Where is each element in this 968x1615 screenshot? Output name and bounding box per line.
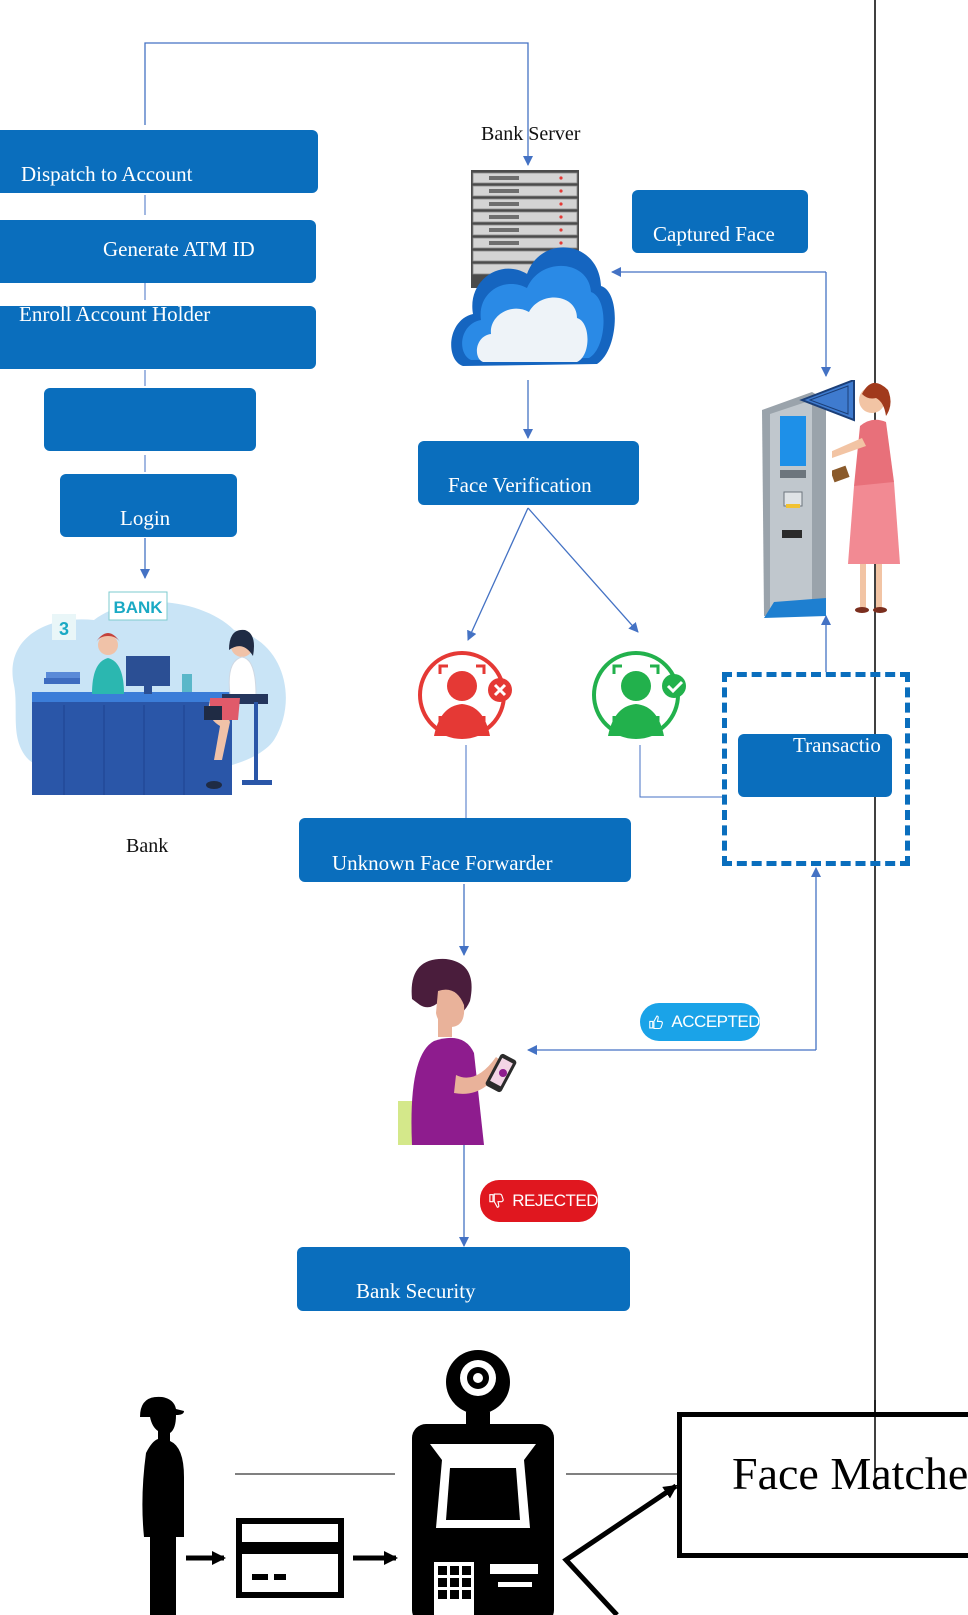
customer-woman-icon [832, 382, 900, 613]
face-verification-label: Face Verification [448, 473, 592, 497]
transaction-group-border [722, 672, 910, 866]
person-silhouette-icon [140, 1396, 184, 1615]
bank-server-caption: Bank Server [481, 123, 581, 145]
accept-to-transaction-line [639, 745, 722, 798]
dispatch-to-account-box: Dispatch to Account [0, 130, 318, 193]
login-box: Login [60, 474, 237, 537]
atm-machine-icon [762, 380, 855, 618]
transaction-label: Transactio [793, 734, 881, 757]
unknown-face-forwarder-box: Unknown Face Forwarder [299, 818, 631, 882]
verification-to-reject-arrow [467, 507, 529, 641]
atm-card-icon [236, 1518, 344, 1598]
enroll-account-holder-label: Enroll Account Holder [19, 302, 211, 326]
thumbs-up-icon [649, 1015, 663, 1030]
phone-user-icon [398, 958, 517, 1145]
dispatch-to-account-label: Dispatch to Account [21, 162, 193, 186]
face-accepted-icon [592, 651, 686, 739]
server-rack-icon [451, 170, 615, 366]
generate-atm-id-label: Generate ATM ID [103, 237, 255, 261]
webcam-atm-icon [412, 1350, 554, 1615]
generate-atm-id-box: Generate ATM ID [0, 220, 316, 283]
divider-overlay [874, 1400, 876, 1480]
face-matched-label: Face Matche [732, 1448, 968, 1499]
face-verification-box: Face Verification [418, 441, 639, 505]
loop-connector [144, 42, 533, 166]
thumbs-down-icon [489, 1193, 504, 1208]
accepted-badge: ACCEPTED [640, 1003, 760, 1041]
atm-to-face-match-arrow [562, 1483, 678, 1615]
captured-face-label: Captured Face [653, 222, 775, 246]
captured-face-box: Captured Face [632, 190, 808, 253]
bank-caption: Bank [126, 835, 169, 857]
bank-security-box: Bank Security [297, 1247, 630, 1311]
transaction-box: Transactio [738, 734, 892, 797]
cloud-icon [451, 247, 615, 366]
rejected-badge: REJECTED [480, 1180, 598, 1222]
face-rejected-icon [418, 651, 512, 739]
enroll-account-holder-box [0, 306, 316, 369]
face-matched-box: Face Matche [677, 1412, 968, 1558]
accepted-label: ACCEPTED [671, 1012, 760, 1031]
counter-number-text: 3 [59, 619, 69, 639]
bank-sign-text: BANK [113, 598, 163, 617]
login-label: Login [120, 506, 171, 530]
unknown-face-forwarder-label: Unknown Face Forwarder [332, 851, 553, 875]
verification-to-accept-arrow [527, 507, 639, 633]
bank-counter-icon: BANK 3 [12, 591, 286, 795]
rejected-label: REJECTED [512, 1191, 598, 1210]
bank-security-label: Bank Security [356, 1279, 476, 1303]
camera-cone-icon [799, 380, 855, 422]
blank-step-box [44, 388, 256, 451]
